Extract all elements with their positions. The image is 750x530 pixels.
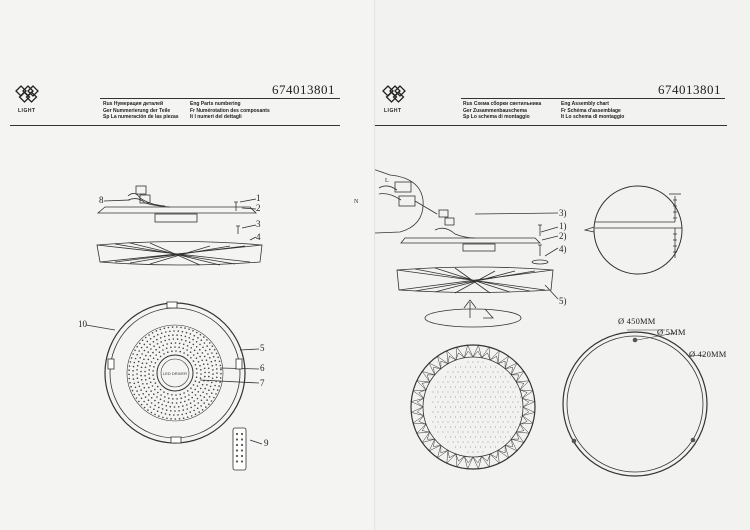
- step-label-4: 4): [559, 244, 567, 254]
- header-rule-bottom: [10, 125, 340, 126]
- part-label-1: 1: [256, 193, 261, 203]
- part-label-4: 4: [256, 232, 261, 242]
- model-code: 674013801: [658, 82, 721, 97]
- part-label-5: 5: [260, 343, 265, 353]
- wire-mark-l: L: [385, 178, 389, 184]
- part-label-7: 7: [260, 378, 265, 388]
- part-label-6: 6: [260, 363, 265, 373]
- step-label-1: 1): [559, 221, 567, 231]
- led-array: [128, 326, 222, 420]
- dimension-hole: Ø 5MM: [657, 327, 686, 337]
- assembly-chart-page: LIGHT 674013801 Rus Схема сборки светиль…: [354, 0, 750, 530]
- title-block-left: Rus Схема сборки светильника Ger Zusamme…: [463, 101, 542, 121]
- wire-mark-n: N: [354, 199, 359, 205]
- step-label-5: 5): [559, 296, 567, 306]
- dimension-outer: Ø 450MM: [618, 316, 656, 326]
- diamond-pattern: [410, 344, 536, 470]
- parts-drawing: LED DRIVER: [85, 185, 263, 471]
- screw-part: [234, 201, 238, 211]
- driver-box: [154, 213, 198, 223]
- assembly-drawing: [375, 169, 708, 477]
- diffuser-shade: [96, 241, 263, 266]
- brand-name: LIGHT: [18, 108, 36, 114]
- center-driver: [156, 354, 194, 392]
- part-label-10: 10: [78, 319, 87, 329]
- diffuser-dots: [432, 361, 521, 453]
- title-block-left: Rus Нумерация деталей Ger Nummerierung d…: [103, 101, 179, 121]
- mounting-ring: [562, 331, 708, 477]
- step-label-3: 3): [559, 208, 567, 218]
- part-label-9: 9: [264, 438, 269, 448]
- part-label-3: 3: [256, 219, 261, 229]
- part-label-8: 8: [99, 195, 104, 205]
- model-code: 674013801: [272, 82, 335, 97]
- title-block-right: Eng Parts numbering Fr Numérotation des …: [190, 101, 270, 121]
- header-rule-bottom: [375, 125, 727, 126]
- parts-numbering-page: LIGHT 674013801 Rus Нумерация деталей Ge…: [10, 82, 340, 471]
- terminal-block: [135, 185, 147, 195]
- step-label-2: 2): [559, 231, 567, 241]
- part-label-2: 2: [256, 203, 261, 213]
- header-rule-top: [461, 98, 725, 99]
- title-block-right: Eng Assembly chart Fr Schéma d'assemblag…: [561, 101, 625, 121]
- driver-label: LED DRIVER: [163, 371, 187, 376]
- mounting-plate: [96, 206, 257, 214]
- brand-logo-icon: [15, 85, 39, 103]
- brand-name: LIGHT: [384, 108, 402, 114]
- dimension-inner: Ø 420MM: [689, 349, 727, 359]
- header-rule-top: [100, 98, 340, 99]
- remote-control-icon: [232, 427, 247, 471]
- brand-logo-icon: [382, 85, 406, 103]
